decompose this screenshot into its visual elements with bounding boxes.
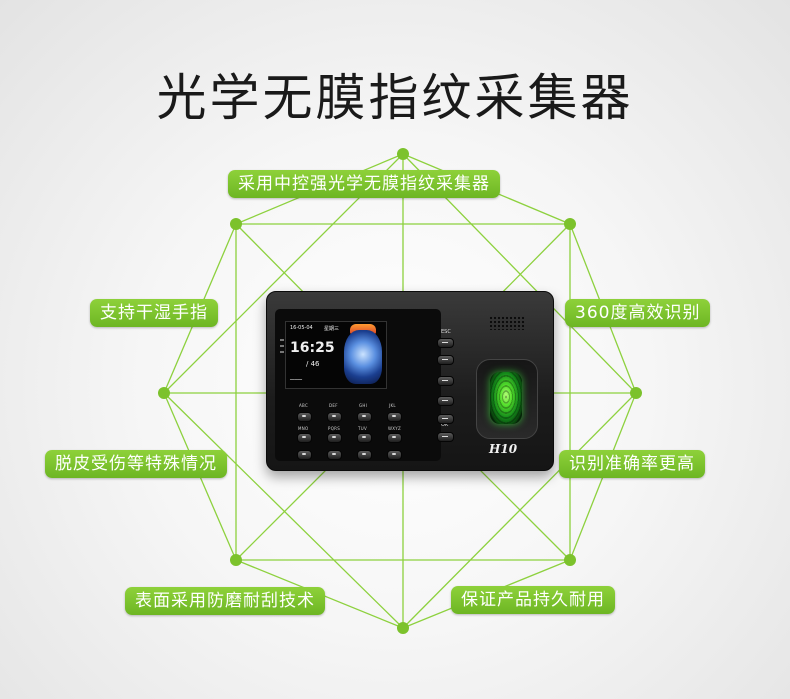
keypad-key: [357, 412, 372, 422]
fingerprint-ridges: [490, 372, 522, 424]
side-key: [437, 355, 454, 365]
keypad-key: [357, 433, 372, 443]
keypad-letter-label: JKL: [389, 403, 396, 408]
keypad-key: [297, 433, 312, 443]
web-node-dot: [230, 218, 242, 230]
side-key: [437, 338, 454, 348]
device-screen: 16-05-04 星期三 16:25 / 46 ━━━━━: [285, 321, 387, 389]
screen-subtext: / 46: [306, 360, 320, 368]
feature-label-sensor: 采用中控强光学无膜指纹采集器: [228, 170, 500, 198]
feature-label-special-cases: 脱皮受伤等特殊情况: [45, 450, 227, 478]
web-node-dot: [397, 148, 409, 160]
side-mark: [280, 345, 284, 347]
fingerprint-sensor-icon: [490, 372, 522, 424]
keypad-key: [327, 450, 342, 460]
side-key: [437, 432, 454, 442]
side-mark: [280, 351, 284, 353]
keypad-key: [387, 412, 402, 422]
fingerprint-sensor-frame: [476, 359, 538, 439]
keypad-key: [327, 412, 342, 422]
side-key: [437, 396, 454, 406]
feature-label-360-recognition: 360度高效识别: [565, 299, 711, 327]
keypad-letter-label: DEF: [329, 403, 338, 408]
speaker-grille: [489, 316, 525, 330]
feature-label-wear-resistant: 表面采用防磨耐刮技术: [125, 587, 325, 615]
fingerprint-device-image: 16-05-04 星期三 16:25 / 46 ━━━━━ ABC DEF GHI J…: [266, 291, 554, 471]
web-node-dot: [230, 554, 242, 566]
ok-key-label: OK: [441, 422, 449, 428]
feature-label-accuracy: 识别准确率更高: [559, 450, 705, 478]
screen-time: 16:25: [290, 340, 335, 356]
side-key: [437, 376, 454, 386]
keypad-key: [297, 412, 312, 422]
page-title: 光学无膜指纹采集器: [156, 69, 634, 127]
screen-fingerprint-art: [344, 330, 382, 384]
keypad-letter-label: GHI: [359, 403, 368, 408]
keypad-key: [297, 450, 312, 460]
keypad-key: [327, 433, 342, 443]
keypad-letter-label: ABC: [299, 403, 309, 408]
keypad-key: [357, 450, 372, 460]
web-node-dot: [564, 218, 576, 230]
web-node-dot: [158, 387, 170, 399]
feature-label-durability: 保证产品持久耐用: [451, 586, 615, 614]
web-node-dot: [564, 554, 576, 566]
web-inner-segment: [402, 392, 637, 629]
keypad-letter-label: TUV: [358, 426, 368, 431]
keypad-letter-label: WXYZ: [388, 426, 402, 431]
device-model-label: H10: [489, 442, 518, 456]
side-key: [437, 414, 454, 424]
keypad-key: [387, 433, 402, 443]
keypad-letter-label: PQRS: [328, 426, 341, 431]
esc-key-label: ESC: [441, 329, 451, 335]
feature-label-dry-wet: 支持干湿手指: [90, 299, 218, 327]
web-node-dot: [397, 622, 409, 634]
keypad-key: [387, 450, 402, 460]
device-front-panel: 16-05-04 星期三 16:25 / 46 ━━━━━ ABC DEF GHI J…: [275, 309, 441, 461]
screen-logo-art: [350, 324, 376, 334]
web-inner-segment: [163, 392, 404, 629]
screen-footer-line: ━━━━━: [290, 377, 303, 382]
side-mark: [280, 339, 284, 341]
web-node-dot: [630, 387, 642, 399]
screen-date: 16-05-04: [290, 325, 313, 331]
keypad-letter-label: MNO: [298, 426, 309, 431]
screen-weekday: 星期三: [324, 326, 340, 332]
